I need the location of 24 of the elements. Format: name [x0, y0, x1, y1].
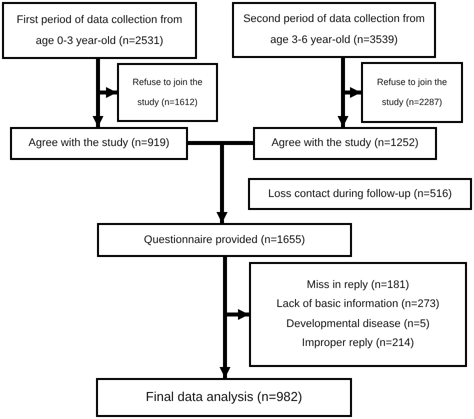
box-text: Questionnaire provided (n=1655) — [144, 232, 306, 248]
box-text: First period of data collection from age 0-3 year-old (n=2531) — [16, 12, 184, 48]
process-box — [97, 223, 352, 257]
box-text: Miss in reply (n=181) — [306, 279, 410, 292]
box-text: Second period of data collection from age 3-6 year-old (n=3539) — [242, 12, 426, 48]
box-text: Lack of basic information (n=273) — [276, 298, 440, 312]
process-box — [96, 378, 352, 417]
box-text: Refuse to join the study (n=2287) — [376, 76, 448, 109]
box-text: Agree with the study (n=919) — [28, 136, 170, 152]
box-text: Final data analysis (n=982) — [146, 388, 302, 406]
arrow — [216, 141, 253, 223]
box-text: Agree with the study (n=1252) — [271, 136, 419, 152]
process-box — [2, 2, 197, 59]
process-box — [232, 2, 436, 58]
process-box — [117, 63, 218, 122]
box-text: Developmental disease (n=5) — [286, 318, 430, 331]
process-box — [248, 178, 472, 210]
process-box — [249, 262, 467, 367]
process-box — [361, 62, 463, 123]
box-text: Loss contact during follow-up (n=516) — [268, 186, 452, 202]
box-text: Improper reply (n=214) — [302, 336, 414, 350]
process-box — [10, 127, 188, 160]
process-box — [253, 127, 437, 160]
box-text: Refuse to join the study (n=1612) — [131, 76, 204, 109]
